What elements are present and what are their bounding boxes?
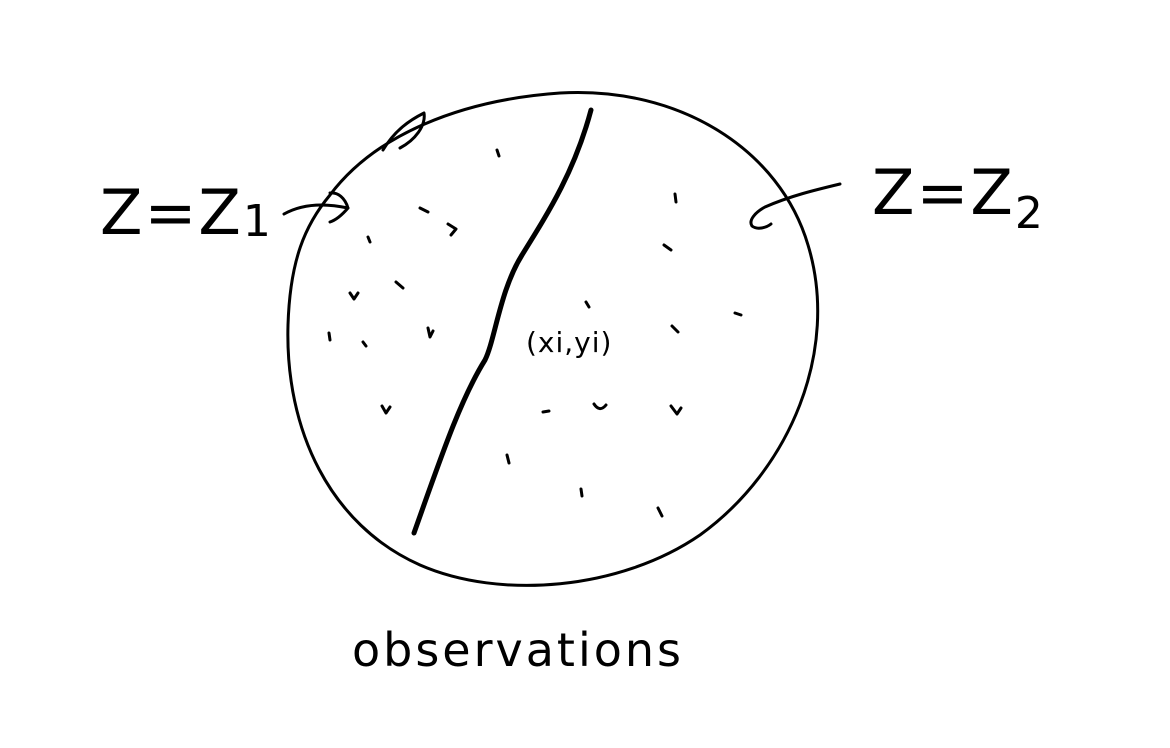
data-point [669, 404, 683, 416]
left-pointer-arrow [282, 191, 350, 224]
data-point [584, 300, 591, 309]
data-point [670, 324, 680, 334]
data-point [505, 453, 511, 465]
right-region-label: Z=Z2 [872, 156, 1045, 239]
point-label: (xi,yi) [526, 326, 612, 359]
data-point [366, 235, 372, 244]
data-point [495, 148, 501, 158]
data-point [361, 340, 368, 348]
data-point [327, 331, 332, 342]
data-point [592, 402, 608, 411]
data-point [380, 404, 392, 415]
data-point [418, 206, 430, 214]
left-region-label: Z=Z1 [100, 176, 273, 249]
data-point [733, 311, 743, 317]
data-point [426, 326, 435, 339]
data-point [394, 280, 405, 290]
data-point [541, 409, 551, 414]
partition-boundary-line [411, 107, 594, 536]
right-region-points [505, 192, 743, 518]
left-region-points [327, 148, 501, 415]
data-point [662, 243, 673, 252]
right-pointer-arrow [749, 182, 842, 230]
observations-circle [286, 90, 820, 587]
circle-overdraw-scribble [381, 111, 426, 152]
data-point [579, 487, 584, 498]
data-point [348, 291, 360, 301]
data-point [446, 222, 458, 237]
data-point [656, 506, 664, 518]
caption-label: observations [352, 623, 684, 677]
data-point [673, 192, 678, 204]
